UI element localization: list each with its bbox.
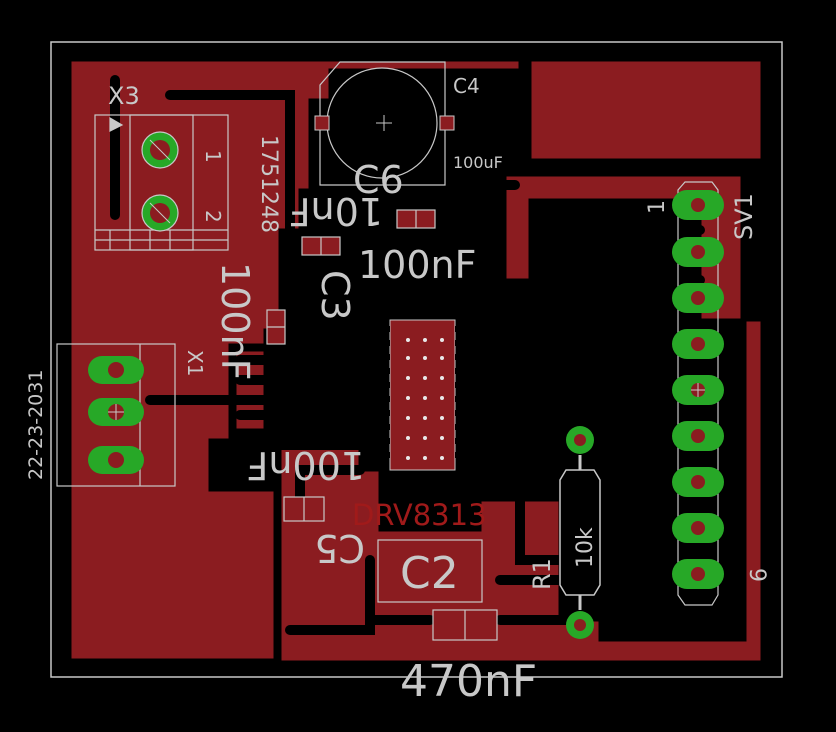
r1-name-label: R1 [528,558,556,590]
x1-connector [56,343,176,487]
c5-name-label: C5 [314,526,365,570]
x3-pads [141,131,179,232]
c3-value-label: 100nF [358,243,476,287]
c2-name-label: C2 [400,548,459,599]
x3-name-label: X3 [108,82,140,110]
ic-name-label: DRV8313 [352,498,487,532]
c5-value-label: 100nF [247,443,365,487]
r1-value-label: 10k [573,527,598,568]
c1-value-label: 100nF [213,262,257,380]
x3-pin2-label: 2 [201,210,225,223]
x1-value-label: 22-23-2031 [25,370,47,480]
r1-resistor [559,426,601,639]
smd-pad-dividers [267,210,466,640]
sv1-pin9-label: 9 [744,568,769,582]
c3-name-label: C3 [313,270,357,321]
c6-name-label: C6 [353,158,404,202]
ic-drv8313 [362,319,483,471]
sv1-pin1-label: 1 [645,200,670,214]
c2-value-label: 470nF [400,656,537,707]
c4-name-label: C4 [453,74,480,98]
c4-value-label: 100uF [453,153,503,172]
c4-capacitor [314,61,455,186]
x3-pin1-label: 1 [201,150,225,163]
c6-value-label: 10nF [289,189,383,233]
sv1-name-label: SV1 [730,193,758,240]
x3-value-label: 1751248 [256,135,281,233]
x1-name-label: X1 [183,350,207,376]
sv1-header [672,181,724,606]
board-outline [50,41,783,678]
